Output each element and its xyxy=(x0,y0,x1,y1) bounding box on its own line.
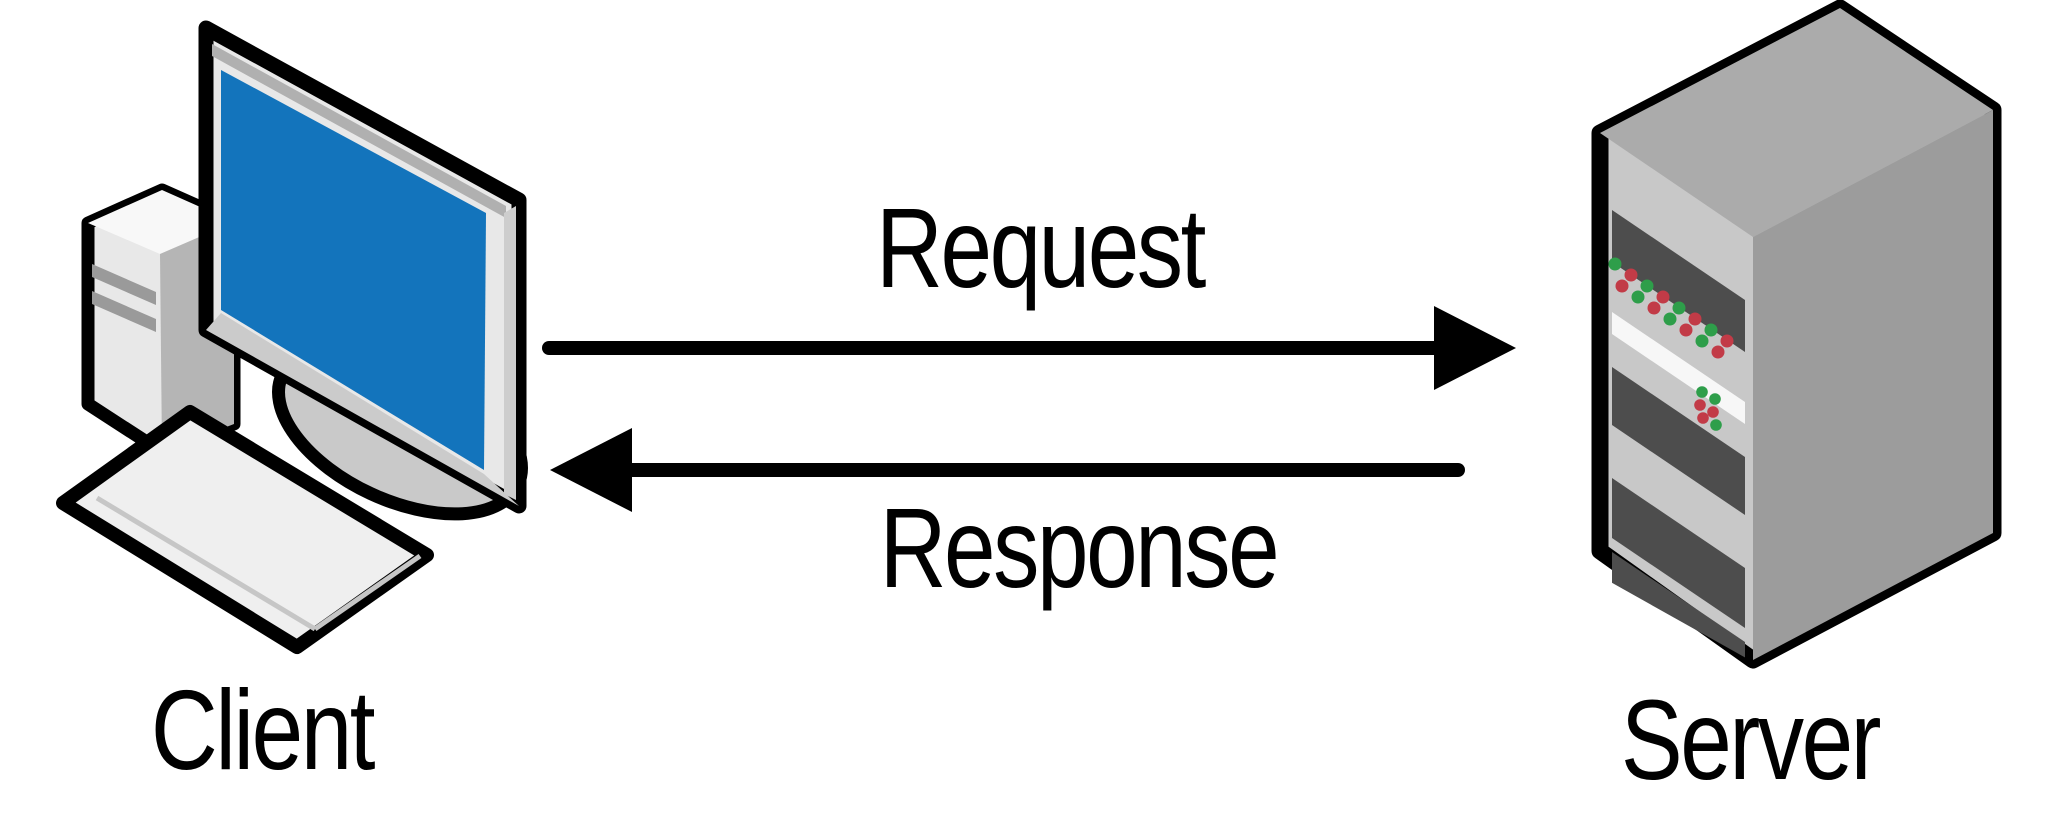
tower-vent-stripe xyxy=(92,291,156,332)
server-tower-icon xyxy=(1591,0,2002,669)
monitor xyxy=(198,20,527,514)
monitor-screen xyxy=(221,70,486,470)
client-node-label: Client xyxy=(150,667,376,793)
drive-bay-slot xyxy=(1612,210,1745,352)
drive-bay-slot xyxy=(1612,367,1745,515)
drive-bay-slot xyxy=(1612,478,1745,628)
led-cluster xyxy=(1608,257,1734,359)
response-arrow-label: Response xyxy=(879,485,1280,611)
request-arrowhead-icon xyxy=(1434,306,1516,390)
request-arrow xyxy=(542,306,1516,390)
desktop-computer-icon xyxy=(56,20,528,654)
tower-vent-stripe xyxy=(92,264,156,305)
request-arrow-label: Request xyxy=(876,185,1206,311)
keyboard xyxy=(56,405,434,654)
server-node-label: Server xyxy=(1620,677,1882,803)
led-cluster xyxy=(1694,386,1722,431)
server-top-face xyxy=(1600,8,1993,237)
response-arrowhead-icon xyxy=(550,428,632,512)
response-arrow xyxy=(550,428,1465,512)
server-front-panel xyxy=(1608,210,1745,658)
server-side-face xyxy=(1753,110,1993,660)
